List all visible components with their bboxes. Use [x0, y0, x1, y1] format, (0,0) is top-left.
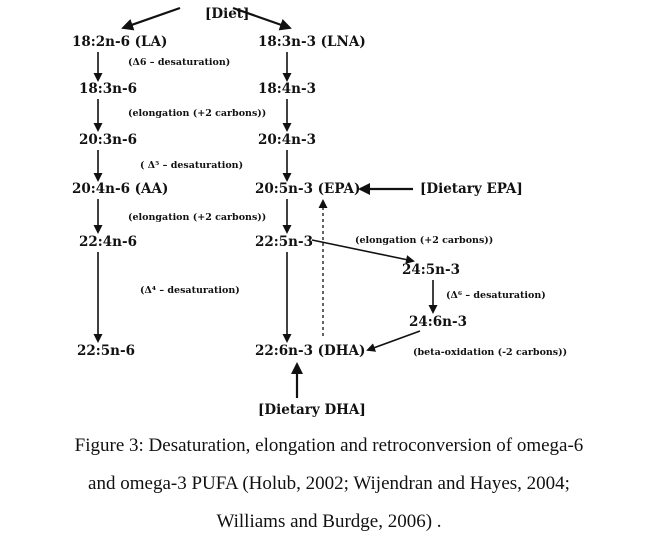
- node-20-3n-6: 20:3n-6: [79, 132, 137, 148]
- node-dha: 22:6n-3 (DHA): [255, 343, 365, 359]
- node-epa: 20:5n-3 (EPA): [255, 181, 360, 197]
- node-20-4n-3: 20:4n-3: [258, 132, 316, 148]
- caption-line-3: Williams and Burdge, 2006) .: [216, 511, 442, 532]
- note-elongation-3: (elongation (+2 carbons)): [355, 235, 493, 246]
- pufa-pathway-diagram: [Diet] 18:2n-6 (LA) 18:3n-6 20:3n-6 20:4…: [72, 6, 567, 418]
- dietary-epa-label: [Dietary EPA]: [420, 181, 523, 197]
- node-18-3n-6: 18:3n-6: [79, 81, 137, 97]
- note-delta5-desaturation: ( Δ⁵ – desaturation): [140, 160, 243, 171]
- dietary-dha-label: [Dietary DHA]: [258, 402, 366, 418]
- node-lna: 18:3n-3 (LNA): [258, 34, 366, 50]
- arrow-diet-to-la: [121, 6, 181, 31]
- note-elongation-1: (elongation (+2 carbons)): [128, 108, 266, 119]
- note-elongation-2: (elongation (+2 carbons)): [128, 212, 266, 223]
- node-24-5n-3: 24:5n-3: [402, 262, 460, 278]
- node-24-6n-3: 24:6n-3: [409, 314, 467, 330]
- node-aa: 20:4n-6 (AA): [72, 181, 168, 197]
- caption-line-1: Figure 3: Desaturation, elongation and r…: [74, 435, 584, 456]
- note-delta4-desaturation: (Δ⁴ – desaturation): [140, 285, 240, 296]
- node-la: 18:2n-6 (LA): [72, 34, 167, 50]
- note-delta6-desaturation-2: (Δ⁶ – desaturation): [446, 290, 546, 301]
- node-22-4n-6: 22:4n-6: [79, 234, 137, 250]
- node-22-5n-6: 22:5n-6: [77, 343, 135, 359]
- diet-label: [Diet]: [205, 6, 249, 22]
- caption-line-2: and omega-3 PUFA (Holub, 2002; Wijendran…: [88, 473, 570, 494]
- arrow-diet-to-lna: [232, 6, 292, 31]
- node-18-4n-3: 18:4n-3: [258, 81, 316, 97]
- note-delta6-desaturation: (Δ6 – desaturation): [128, 57, 230, 68]
- arrow-22-5n-3-to-24-5n-3: [311, 239, 415, 264]
- node-22-5n-3: 22:5n-3: [255, 234, 313, 250]
- note-beta-oxidation: (beta-oxidation (-2 carbons)): [413, 347, 567, 358]
- arrow-24-6n-3-to-dha: [366, 330, 421, 352]
